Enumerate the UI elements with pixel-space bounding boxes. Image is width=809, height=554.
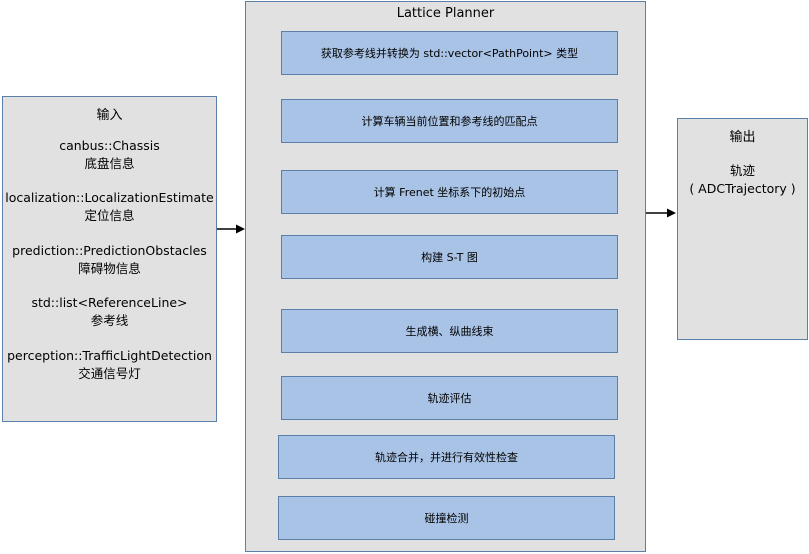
input-item-desc: 参考线 xyxy=(90,313,129,328)
input-item-localization: localization::LocalizationEstimate 定位信息 xyxy=(3,189,216,225)
input-item-name: localization::LocalizationEstimate xyxy=(5,190,214,205)
planner-title: Lattice Planner xyxy=(396,6,495,21)
input-panel: 输入 canbus::Chassis 底盘信息 localization::Lo… xyxy=(2,96,217,422)
input-item-name: perception::TrafficLightDetection xyxy=(7,348,212,363)
input-item-traffic-light: perception::TrafficLightDetection 交通信号灯 xyxy=(3,347,216,383)
step-get-reference-line: 获取参考线并转换为 std::vector<PathPoint> 类型 xyxy=(281,31,618,75)
step-collision-check: 碰撞检测 xyxy=(278,496,615,540)
input-item-name: canbus::Chassis xyxy=(59,138,160,153)
input-item-chassis: canbus::Chassis 底盘信息 xyxy=(3,137,216,173)
step-build-st-graph: 构建 S-T 图 xyxy=(281,235,618,279)
input-item-name: prediction::PredictionObstacles xyxy=(12,243,207,258)
output-value: 轨迹 xyxy=(729,163,755,178)
step-trajectory-combine: 轨迹合并，并进行有效性检查 xyxy=(278,435,615,479)
arrow-planner-to-output xyxy=(646,208,676,218)
input-item-name: std::list<ReferenceLine> xyxy=(31,295,188,310)
output-item: 轨迹 ( ADCTrajectory ) xyxy=(678,162,807,198)
input-item-desc: 定位信息 xyxy=(84,208,135,223)
step-generate-bundles: 生成横、纵曲线束 xyxy=(281,309,618,353)
input-title: 输入 xyxy=(96,108,123,123)
step-frenet-init: 计算 Frenet 坐标系下的初始点 xyxy=(281,170,618,214)
input-item-desc: 障碍物信息 xyxy=(78,261,141,276)
output-panel: 输出 轨迹 ( ADCTrajectory ) xyxy=(677,118,808,340)
input-item-desc: 交通信号灯 xyxy=(78,366,141,381)
step-trajectory-evaluation: 轨迹评估 xyxy=(281,376,618,420)
input-item-desc: 底盘信息 xyxy=(84,156,135,171)
input-item-prediction: prediction::PredictionObstacles 障碍物信息 xyxy=(3,242,216,278)
output-type: ( ADCTrajectory ) xyxy=(689,181,796,196)
arrow-input-to-planner xyxy=(217,224,245,234)
output-title: 输出 xyxy=(729,130,756,145)
input-item-reference-line: std::list<ReferenceLine> 参考线 xyxy=(3,294,216,330)
step-match-point: 计算车辆当前位置和参考线的匹配点 xyxy=(281,99,618,143)
